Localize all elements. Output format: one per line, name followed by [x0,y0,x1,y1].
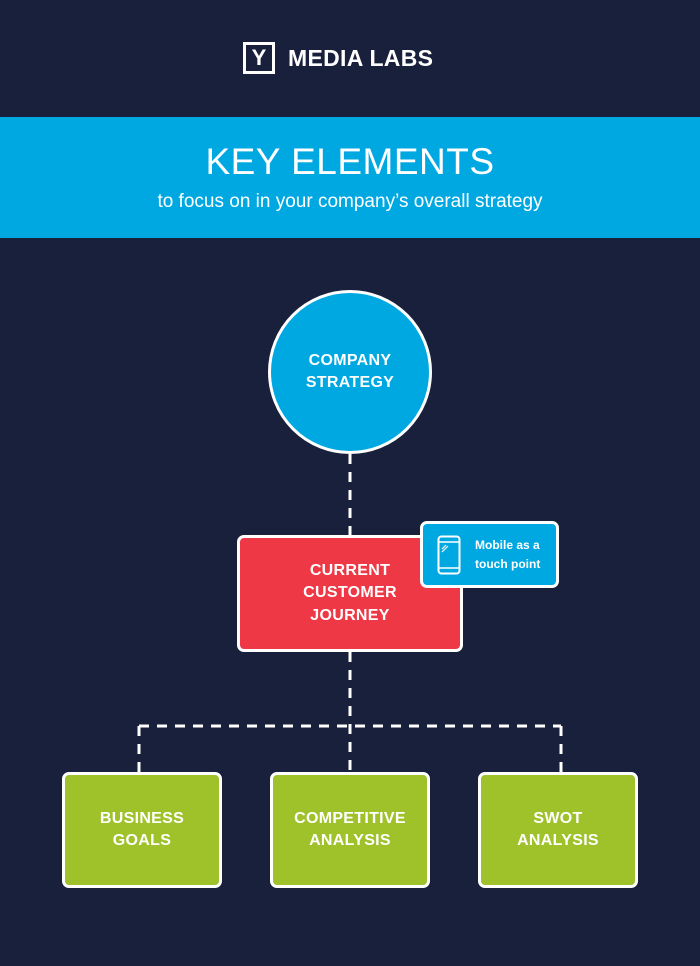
node-label: COMPETITIVE ANALYSIS [294,809,406,849]
node-swot-analysis: SWOT ANALYSIS [478,772,638,888]
y-logo-icon: Y [243,42,275,74]
callout-mobile-touch-point: Mobile as a touch point [420,521,559,588]
page-title: KEY ELEMENTS [205,141,495,182]
node-label: SWOT ANALYSIS [517,809,599,849]
brand-name: MEDIA LABS [288,44,434,71]
node-label: BUSINESS GOALS [99,809,185,849]
callout-label: Mobile as a touch point [475,537,541,571]
page-subtitle: to focus on in your company’s overall st… [157,191,543,212]
node-company-strategy: COMPANY STRATEGY [268,290,432,454]
mobile-phone-icon [437,535,461,574]
node-business-goals: BUSINESS GOALS [62,772,222,888]
node-label: COMPANY STRATEGY [305,351,395,391]
node-competitive-analysis: COMPETITIVE ANALYSIS [270,772,430,888]
title-banner: KEY ELEMENTS to focus on in your company… [0,117,700,238]
media-labs-logo: Y MEDIA LABS [243,39,433,77]
node-label: CURRENT CUSTOMER JOURNEY [303,561,397,624]
